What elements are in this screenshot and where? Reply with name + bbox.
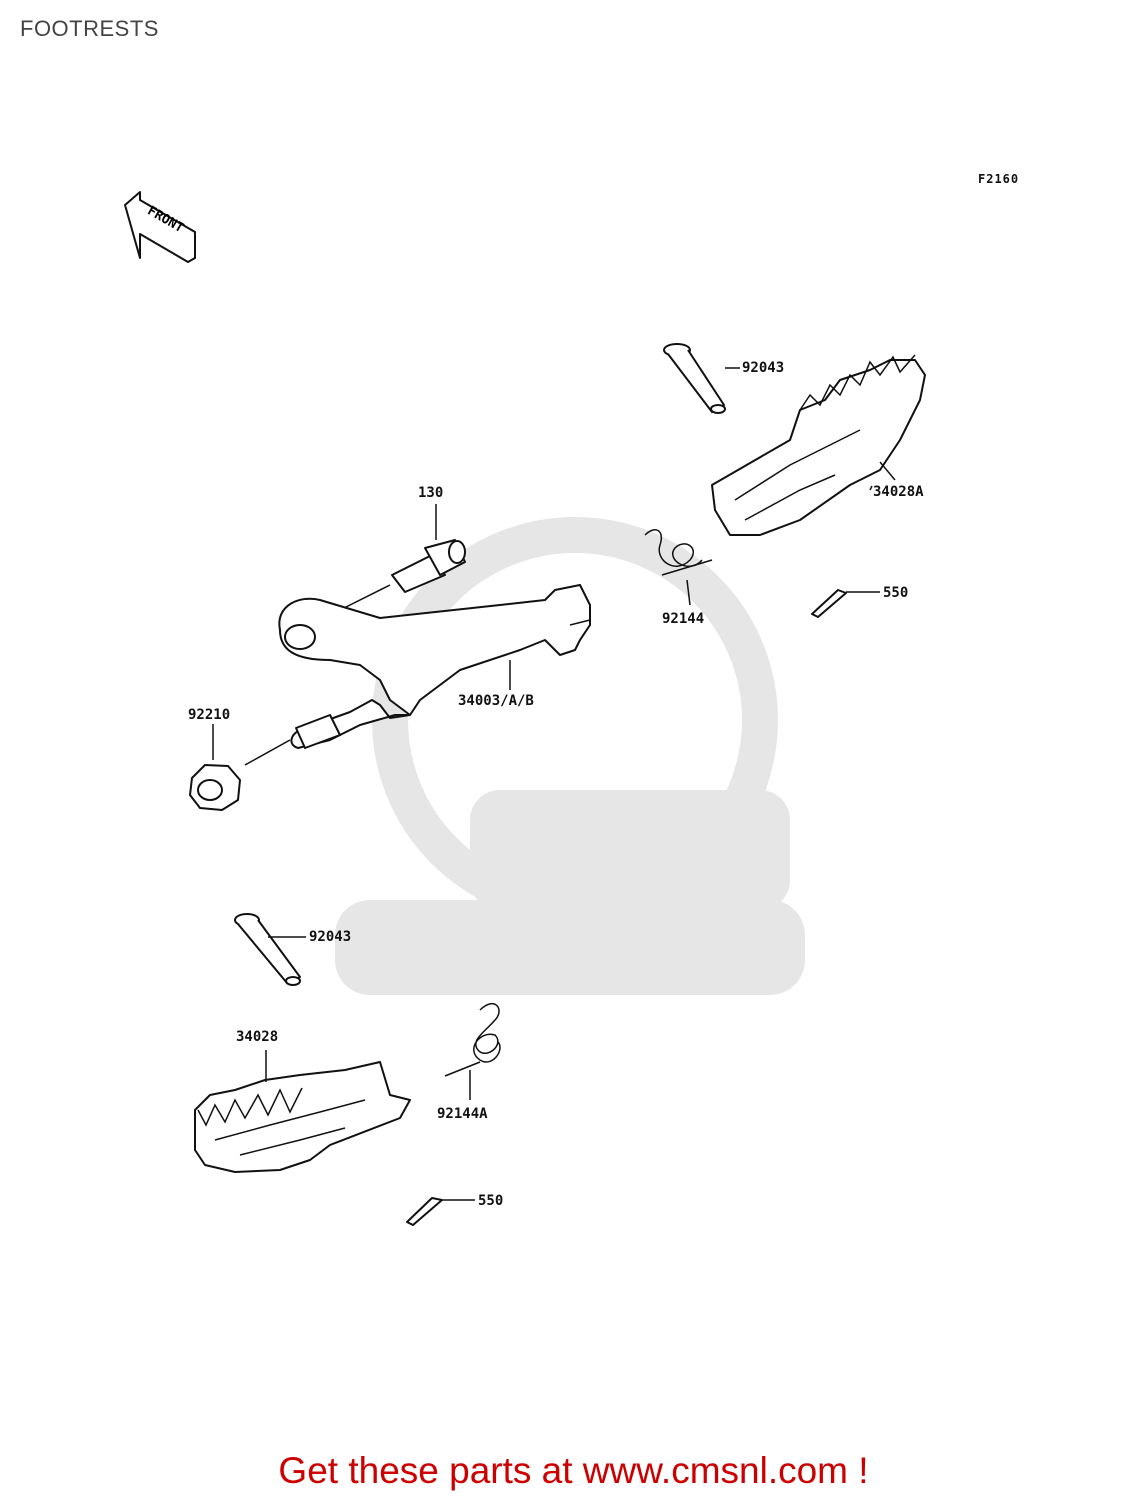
label-pin-upper: 92043 — [742, 360, 784, 376]
label-spring-upper: 92144 — [662, 611, 704, 627]
cotter-upper-icon — [811, 589, 880, 618]
label-footpeg-left: 34028 — [236, 1029, 278, 1045]
nut-icon — [189, 724, 291, 811]
footpeg-right-icon — [711, 354, 926, 536]
watermark-logo: CMS — [524, 810, 735, 916]
bolt-icon — [339, 504, 466, 611]
footer-cta-link[interactable]: Get these parts at www.cmsnl.com ! — [278, 1450, 869, 1491]
label-pin-lower: 92043 — [309, 929, 351, 945]
label-spring-lower: 92144A — [437, 1106, 488, 1122]
cotter-lower-icon — [406, 1197, 475, 1226]
pin-upper-icon — [663, 343, 740, 414]
spring-lower-icon — [444, 1003, 501, 1100]
pin-lower-icon — [234, 913, 306, 986]
page-title: FOOTRESTS — [20, 16, 159, 41]
label-cotter-lower: 550 — [478, 1193, 503, 1209]
label-cotter-upper: 550 — [883, 585, 908, 601]
parts-diagram: CMS WWW.CMSNL.COM F2160 FRONT 92043 3402… — [124, 172, 1019, 1226]
front-arrow-icon: FRONT — [124, 191, 196, 263]
cms-watermark: CMS WWW.CMSNL.COM — [335, 517, 805, 995]
label-nut: 92210 — [188, 707, 230, 723]
label-bolt: 130 — [418, 485, 443, 501]
label-bracket: 34003/A/B — [458, 693, 534, 709]
diagram-code: F2160 — [978, 172, 1019, 186]
footpeg-left-icon — [194, 1050, 411, 1173]
bracket-icon — [278, 584, 591, 749]
label-footpeg-right: 34028A — [873, 484, 924, 500]
watermark-url: WWW.CMSNL.COM — [386, 933, 755, 977]
spring-upper-icon — [644, 529, 713, 606]
